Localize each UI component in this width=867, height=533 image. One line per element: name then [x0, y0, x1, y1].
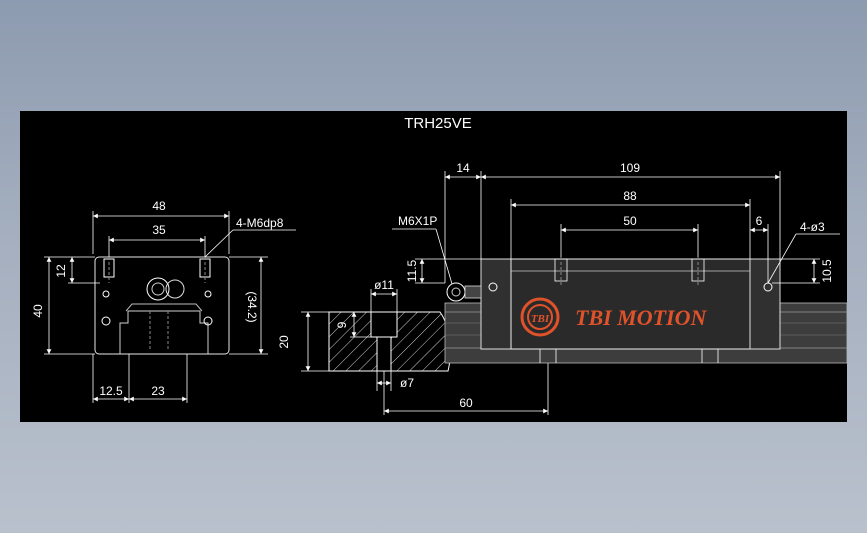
- logo-badge-text: TBI: [531, 313, 550, 325]
- front-dimensions: [44, 211, 296, 403]
- dim-side-pitch: 50: [623, 214, 637, 228]
- dim-front-rail-height: (34.2): [245, 291, 259, 322]
- drawing-title: TRH25VE: [404, 115, 472, 132]
- rail-section: [328, 311, 451, 372]
- logo-text: TBI MOTION: [575, 305, 708, 330]
- side-view-block: [446, 257, 781, 350]
- dim-front-rail-width: 23: [151, 384, 165, 398]
- tbi-logo: TBI TBI MOTION: [520, 297, 708, 337]
- dim-side-body: 88: [623, 189, 637, 203]
- front-view: [94, 256, 230, 355]
- dim-rail-cbore: ø11: [374, 278, 394, 292]
- dim-side-end: 14: [456, 161, 470, 175]
- dim-side-end-gap: 6: [756, 214, 763, 228]
- dim-rail-height: 20: [277, 335, 291, 349]
- dim-rail-cbore-depth: 9: [335, 321, 349, 328]
- dim-front-height: 40: [31, 304, 45, 318]
- rail-dimensions: [301, 289, 549, 415]
- dim-side-right-height: 10.5: [820, 259, 834, 283]
- dim-front-top-offset: 12: [54, 264, 68, 278]
- dim-front-left-offset: 12.5: [99, 384, 123, 398]
- dim-side-holes: 4-ø3: [800, 220, 825, 234]
- cad-viewport[interactable]: TRH25VE: [20, 111, 847, 422]
- technical-drawing: TRH25VE: [31, 115, 847, 415]
- side-dimensions: [392, 171, 840, 285]
- dim-front-hole-pitch: 35: [152, 223, 166, 237]
- dim-rail-hole: ø7: [400, 376, 414, 390]
- dim-front-holes: 4-M6dp8: [236, 216, 284, 230]
- dim-side-grease-height: 11.5: [405, 259, 419, 282]
- dim-side-length: 109: [620, 161, 640, 175]
- dim-side-grease: M6X1P: [398, 214, 437, 228]
- dim-rail-pitch: 60: [459, 396, 473, 410]
- dim-front-width: 48: [152, 199, 166, 213]
